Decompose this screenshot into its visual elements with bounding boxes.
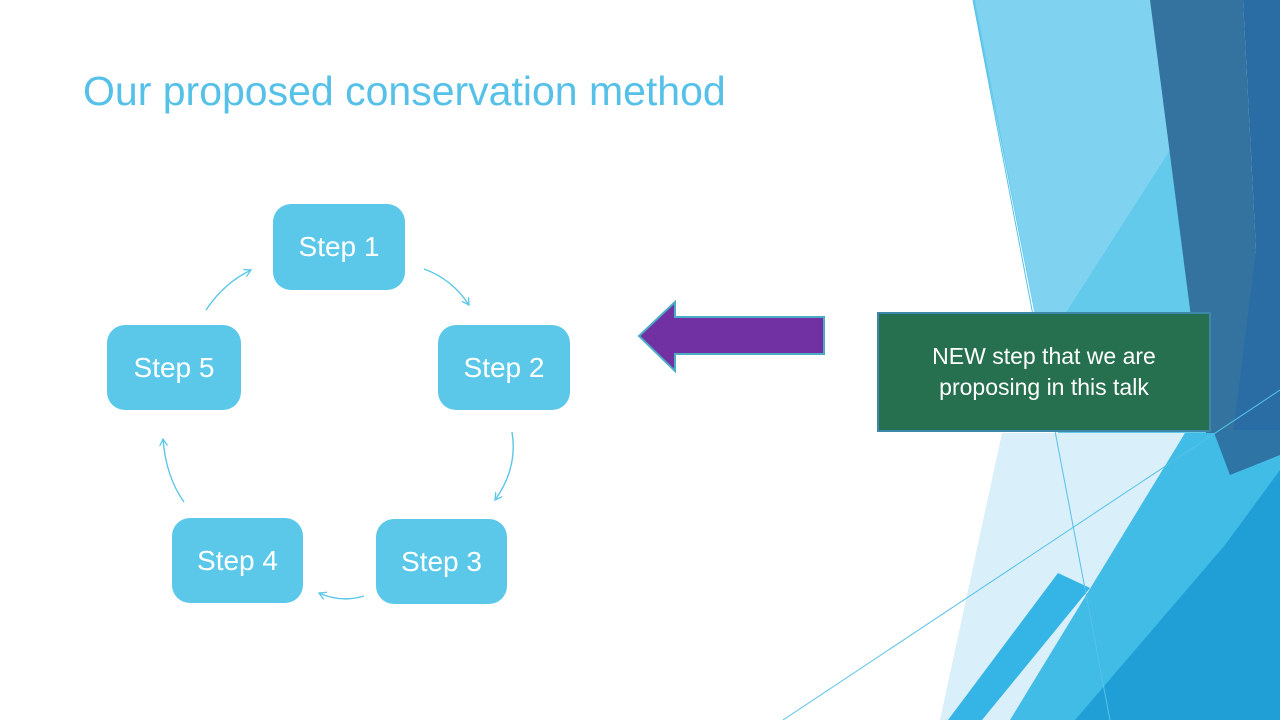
bg-shape-dark-wedge <box>1213 430 1280 475</box>
bg-shape-bright-deep <box>1075 470 1280 720</box>
step-label: Step 2 <box>463 351 545 383</box>
step-label: Step 4 <box>197 544 278 576</box>
step-label: Step 1 <box>298 231 380 262</box>
callout-box: NEW step that we are proposing in this t… <box>877 312 1211 432</box>
bg-shape-bright-triangle <box>948 573 1090 720</box>
slide-title: Our proposed conservation method <box>83 68 726 114</box>
bg-shape-band-light <box>975 0 1170 350</box>
bg-thin-line-diagonal <box>782 389 1280 720</box>
bg-shape-dark-stripe-2 <box>1228 0 1280 475</box>
step-label: Step 5 <box>133 351 215 383</box>
step-label: Step 3 <box>401 545 482 577</box>
left-arrow-shape <box>637 299 825 374</box>
step-box-3: Step 3 <box>376 519 507 604</box>
step-box-2: Step 2 <box>438 325 570 410</box>
left-arrow-icon <box>637 299 825 374</box>
step-box-1: Step 1 <box>273 204 405 290</box>
step-box-5: Step 5 <box>107 325 241 410</box>
bg-shape-dark-stripe-1 <box>1150 0 1256 433</box>
step-box-4: Step 4 <box>172 518 303 603</box>
callout-text: NEW step that we are proposing in this t… <box>932 342 1156 400</box>
